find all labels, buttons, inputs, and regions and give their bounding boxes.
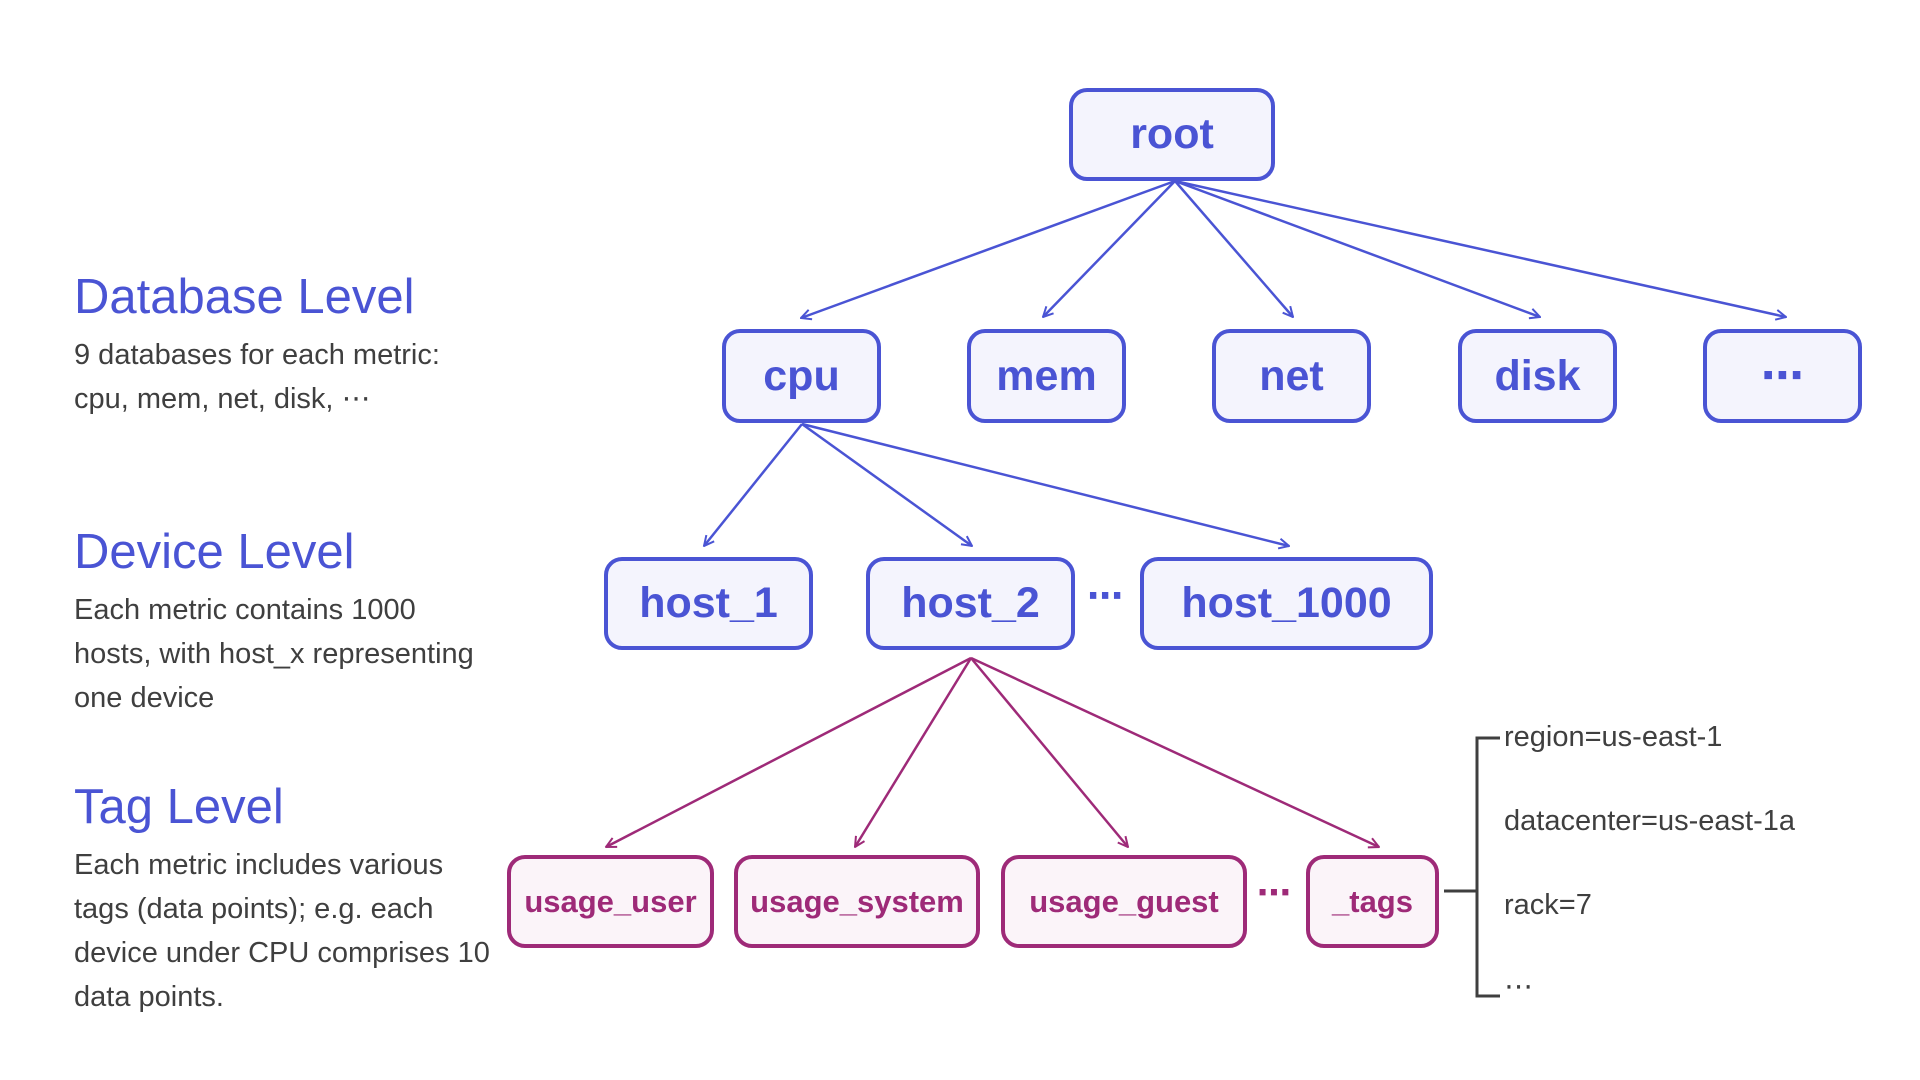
edge-host2-usage-system xyxy=(855,657,973,847)
host-node-2: host_2 xyxy=(866,557,1075,650)
tag-detail-more: ⋯ xyxy=(1504,971,1533,1003)
device-level-description: Each metric contains 1000 hosts, with ho… xyxy=(74,594,474,714)
host-node-1: host_1 xyxy=(604,557,813,650)
edge-root-mem xyxy=(1043,180,1176,317)
edge-host2-usage-guest xyxy=(970,657,1128,847)
tag-detail-rack: rack=7 xyxy=(1504,889,1592,921)
tag-node-usage-system: usage_system xyxy=(734,855,980,948)
edge-cpu-host1000 xyxy=(801,422,1289,546)
edge-root-disk xyxy=(1174,179,1540,317)
tag-node-tags: _tags xyxy=(1306,855,1439,948)
edge-cpu-host1 xyxy=(704,423,803,546)
edge-root-more xyxy=(1174,179,1786,317)
db-node-net: net xyxy=(1212,329,1371,423)
database-level-heading: Database Level xyxy=(74,270,415,324)
edge-root-net xyxy=(1174,180,1293,317)
db-node-more: ⋯ xyxy=(1703,329,1862,423)
tag-detail-datacenter: datacenter=us-east-1a xyxy=(1504,805,1795,837)
edge-host2-tags xyxy=(970,656,1379,847)
tag-level-heading: Tag Level xyxy=(74,780,284,834)
device-level-heading: Device Level xyxy=(74,525,355,579)
tag-gap-ellipsis: ⋯ xyxy=(1257,874,1291,912)
db-node-disk: disk xyxy=(1458,329,1617,423)
edge-cpu-host2 xyxy=(801,422,972,546)
db-node-mem: mem xyxy=(967,329,1126,423)
tag-node-usage-user: usage_user xyxy=(507,855,714,948)
tags-bracket xyxy=(1475,736,1500,998)
tag-detail-region: region=us-east-1 xyxy=(1504,721,1723,753)
database-level-description: 9 databases for each metric: cpu, mem, n… xyxy=(74,339,440,415)
host-gap-ellipsis: ⋯ xyxy=(1087,575,1123,616)
root-node: root xyxy=(1069,88,1275,181)
host-node-1000: host_1000 xyxy=(1140,557,1433,650)
tag-level-description: Each metric includes various tags (data … xyxy=(74,849,490,1013)
edge-root-cpu xyxy=(801,179,1176,318)
tag-node-usage-guest: usage_guest xyxy=(1001,855,1247,948)
edge-host2-usage-user xyxy=(606,656,972,849)
db-node-cpu: cpu xyxy=(722,329,881,423)
